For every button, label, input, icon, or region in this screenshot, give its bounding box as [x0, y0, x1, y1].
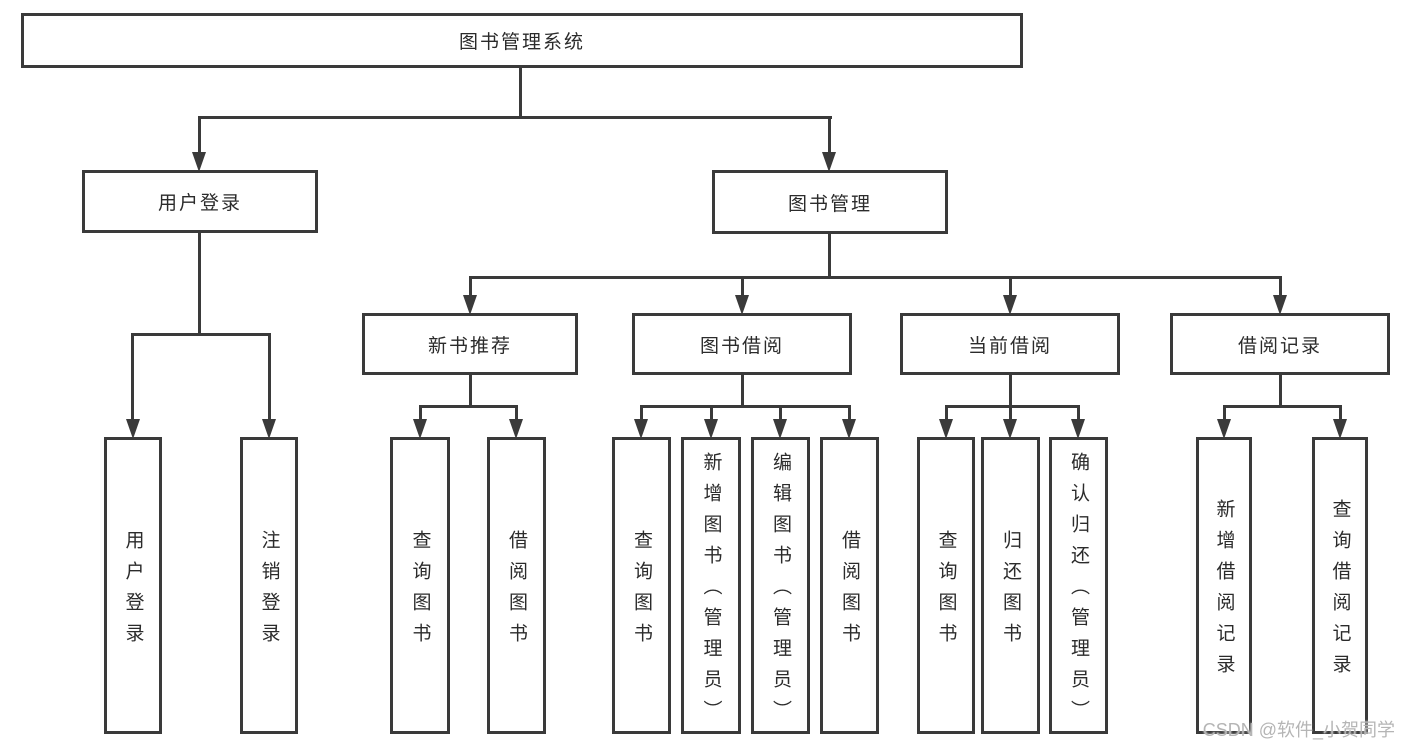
arrowhead-leaf-user-login: [126, 419, 140, 439]
connector-borrowrecords-vertical: [1279, 375, 1282, 408]
arrowhead-borrow-records: [1273, 295, 1287, 315]
connector-userlogin-vertical: [198, 233, 201, 336]
arrowhead-book-management: [822, 152, 836, 172]
leaf-query-books-recommend: 查询图书: [390, 437, 450, 734]
arrowhead-new-book: [463, 295, 477, 315]
connector-shaft-user-login: [198, 116, 201, 155]
connector-bookmgmt-vertical: [828, 234, 831, 279]
leaf-edit-books-admin: 编辑图书（管理员）: [751, 437, 810, 734]
arrowhead-leaf: [704, 419, 718, 439]
csdn-watermark: CSDN @软件_小贺同学: [1202, 720, 1395, 740]
arrowhead-leaf: [1333, 419, 1347, 439]
connector-root-vertical: [519, 66, 522, 119]
connector-shaft: [1009, 405, 1012, 423]
connector-shaft-new-book: [469, 276, 472, 298]
connector-root-horizontal: [198, 116, 832, 119]
node-label: 图书管理系统: [458, 32, 585, 53]
arrowhead-leaf: [509, 419, 523, 439]
connector-bookborrow-vertical: [741, 375, 744, 408]
leaf-add-borrow-record: 新增借阅记录: [1196, 437, 1252, 734]
leaf-label: 注销登录: [258, 529, 280, 654]
leaf-label: 查询图书: [935, 529, 957, 654]
node-borrow-records: 借阅记录: [1170, 313, 1390, 375]
node-label: 借阅记录: [1237, 335, 1322, 357]
connector-shaft-borrow-records: [1279, 276, 1282, 298]
arrowhead-leaf: [1003, 419, 1017, 439]
leaf-label: 查询图书: [409, 529, 431, 654]
connector-shaft-leaf-user-login: [131, 333, 134, 421]
connector-shaft: [640, 405, 643, 423]
connector-shaft: [710, 405, 713, 423]
leaf-borrow-books-recommend: 借阅图书: [487, 437, 546, 734]
connector-currentborrow-vertical: [1009, 375, 1012, 408]
leaf-query-books-current: 查询图书: [917, 437, 975, 734]
leaf-confirm-return-admin: 确认归还（管理员）: [1049, 437, 1108, 734]
connector-shaft: [848, 405, 851, 423]
leaf-label: 用户登录: [122, 529, 144, 654]
leaf-query-books-borrow: 查询图书: [612, 437, 671, 734]
node-new-book-recommend: 新书推荐: [362, 313, 578, 375]
connector-newbook-vertical: [469, 375, 472, 408]
connector-shaft: [1339, 405, 1342, 423]
leaf-logout: 注销登录: [240, 437, 298, 734]
leaf-user-login: 用户登录: [104, 437, 162, 734]
node-label: 当前借阅: [967, 335, 1052, 357]
connector-shaft-book-management: [828, 116, 831, 155]
connector-bookmgmt-horizontal: [469, 276, 1282, 279]
connector-shaft: [1077, 405, 1080, 423]
arrowhead-user-login: [192, 152, 206, 172]
leaf-query-borrow-record: 查询借阅记录: [1312, 437, 1368, 734]
node-label: 图书管理: [787, 193, 872, 215]
arrowhead-leaf: [1071, 419, 1085, 439]
node-book-borrow: 图书借阅: [632, 313, 852, 375]
leaf-label: 查询借阅记录: [1329, 498, 1351, 685]
connector-userlogin-horizontal: [132, 333, 271, 336]
leaf-label: 归还图书: [1000, 529, 1021, 654]
leaf-label: 查询图书: [631, 529, 652, 654]
leaf-return-books: 归还图书: [981, 437, 1040, 734]
leaf-label: 确认归还（管理员）: [1068, 452, 1089, 731]
connector-shaft: [419, 405, 422, 423]
node-label: 用户登录: [157, 193, 242, 214]
connector-bookborrow-horizontal: [640, 405, 851, 408]
node-user-login: 用户登录: [82, 170, 318, 233]
leaf-label: 借阅图书: [839, 529, 860, 654]
leaf-label: 新增图书（管理员）: [700, 452, 722, 731]
leaf-add-books-admin: 新增图书（管理员）: [681, 437, 741, 734]
connector-shaft: [779, 405, 782, 423]
connector-shaft: [515, 405, 518, 423]
arrowhead-book-borrow: [735, 295, 749, 315]
connector-currentborrow-horizontal: [945, 405, 1080, 408]
arrowhead-leaf: [1217, 419, 1231, 439]
arrowhead-leaf: [773, 419, 787, 439]
node-label: 图书借阅: [699, 335, 784, 357]
connector-newbook-horizontal: [419, 405, 518, 408]
arrowhead-leaf: [634, 419, 648, 439]
leaf-label: 借阅图书: [506, 529, 527, 654]
connector-borrowrecords-horizontal: [1223, 405, 1342, 408]
node-current-borrow: 当前借阅: [900, 313, 1120, 375]
arrowhead-leaf: [939, 419, 953, 439]
connector-shaft-book-borrow: [741, 276, 744, 298]
node-library-management-system: 图书管理系统: [21, 13, 1023, 68]
leaf-label: 编辑图书（管理员）: [770, 452, 791, 731]
connector-shaft: [1223, 405, 1226, 423]
arrowhead-leaf: [413, 419, 427, 439]
node-label: 新书推荐: [427, 335, 512, 357]
arrowhead-current-borrow: [1003, 295, 1017, 315]
arrowhead-leaf-logout: [262, 419, 276, 439]
connector-shaft: [945, 405, 948, 423]
node-book-management: 图书管理: [712, 170, 948, 234]
connector-shaft-current-borrow: [1009, 276, 1012, 298]
arrowhead-leaf: [842, 419, 856, 439]
leaf-label: 新增借阅记录: [1213, 498, 1235, 685]
leaf-borrow-books: 借阅图书: [820, 437, 879, 734]
connector-shaft-leaf-logout: [268, 333, 271, 421]
